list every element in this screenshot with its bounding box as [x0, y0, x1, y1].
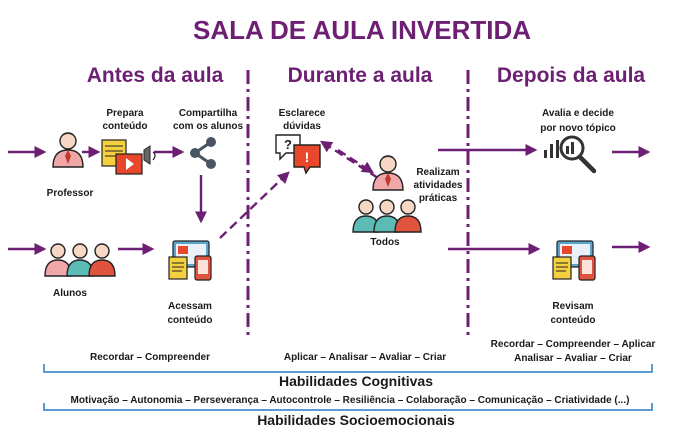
- evaluate-label-line2: por novo tópico: [540, 123, 616, 134]
- arrow-doubts-student: [337, 148, 375, 174]
- devices-icon: [168, 240, 212, 281]
- professor-label: Professor: [47, 188, 94, 199]
- share-label-line1: Compartilha: [179, 108, 238, 119]
- doubts-label-line1: Esclarece: [279, 108, 326, 119]
- section-after-heading: Depois da aula: [497, 64, 646, 87]
- devices-icon-review: [552, 240, 596, 281]
- student-icon: [372, 155, 404, 191]
- cognitive-before: Recordar – Compreender: [90, 352, 210, 363]
- speech-bubbles-icon: ? !: [275, 134, 321, 175]
- cognitive-after-line2: Analisar – Avaliar – Criar: [514, 353, 632, 364]
- socio-list: Motivação – Autonomia – Perseverança – A…: [71, 395, 630, 406]
- cognitive-during: Aplicar – Analisar – Avaliar – Criar: [284, 352, 446, 363]
- section-during-heading: Durante a aula: [288, 64, 433, 87]
- teacher-icon: [52, 132, 84, 168]
- arrow-student-doubts: [319, 140, 379, 180]
- cognitive-after-line1: Recordar – Compreender – Aplicar: [491, 339, 656, 350]
- svg-text:!: !: [305, 149, 310, 165]
- page-title: SALA DE AULA INVERTIDA: [193, 15, 531, 45]
- presentation-icon: [101, 139, 156, 175]
- activities-label-line1: Realizam: [416, 167, 459, 178]
- prepare-label-line1: Prepara: [106, 108, 144, 119]
- access-label-line1: Acessam: [168, 301, 212, 312]
- evaluate-label-line1: Avalia e decide: [542, 108, 614, 119]
- all-label: Todos: [370, 237, 400, 248]
- review-label-line2: conteúdo: [551, 315, 596, 326]
- share-label-line2: com os alunos: [173, 121, 243, 132]
- activities-label-line2: atividades: [414, 180, 463, 191]
- students-label: Alunos: [53, 288, 87, 299]
- socio-heading: Habilidades Socioemocionais: [257, 412, 455, 428]
- socio-bracket: [43, 403, 653, 411]
- activities-label-line3: práticas: [419, 193, 458, 204]
- access-label-line2: conteúdo: [168, 315, 213, 326]
- students-icon: [44, 243, 116, 277]
- analytics-search-icon: [544, 135, 597, 174]
- cognitive-heading: Habilidades Cognitivas: [279, 373, 433, 389]
- section-before-heading: Antes da aula: [87, 64, 224, 87]
- cognitive-bracket: [43, 364, 653, 373]
- group-icon: [352, 199, 422, 233]
- arrow-access-doubts: [219, 171, 290, 239]
- review-label-line1: Revisam: [552, 301, 593, 312]
- svg-text:?: ?: [284, 137, 292, 152]
- share-icon: [190, 137, 216, 169]
- flow-arrows: [8, 140, 651, 255]
- doubts-label-line2: dúvidas: [283, 121, 321, 132]
- prepare-label-line2: conteúdo: [103, 121, 148, 132]
